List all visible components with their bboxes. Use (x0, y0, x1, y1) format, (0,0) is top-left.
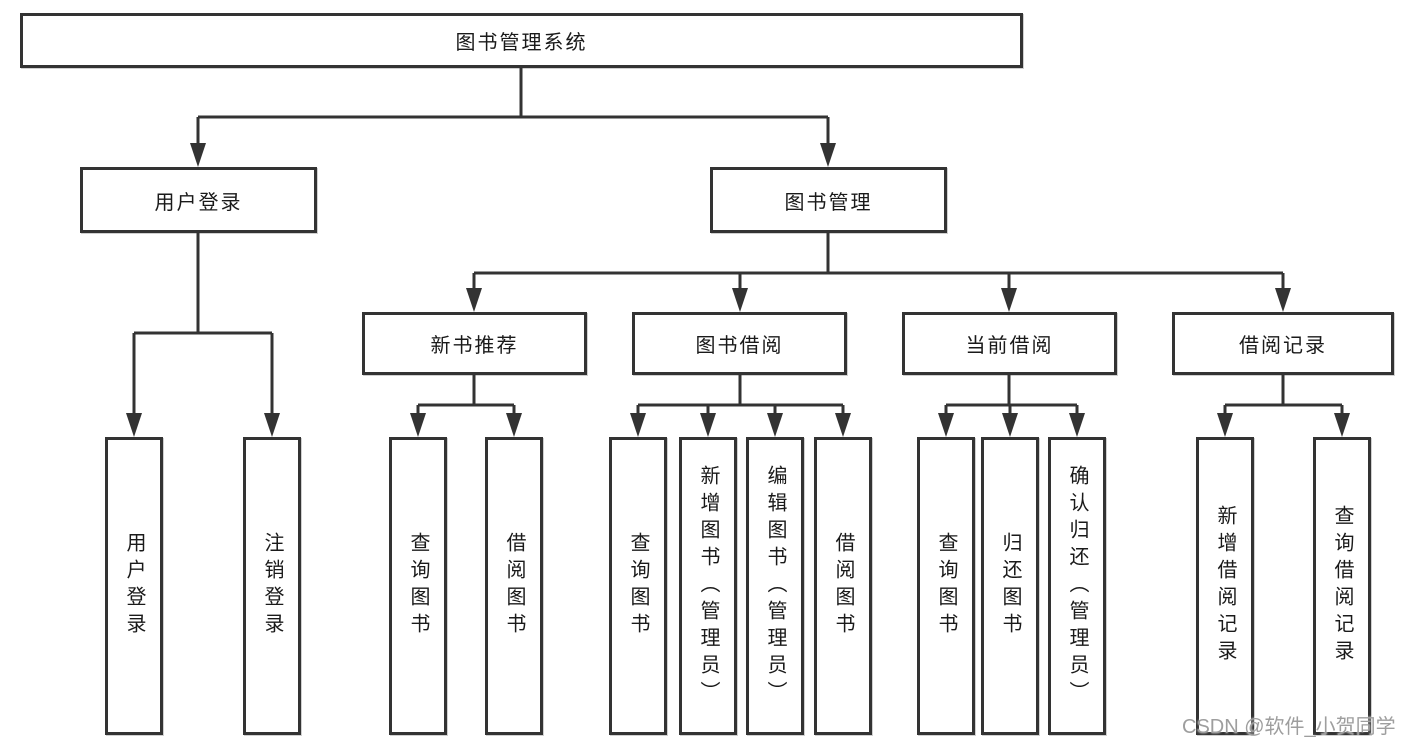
node-book-management: 图书管理 (710, 167, 947, 233)
edge-root-to-level2 (196, 68, 830, 146)
edge-records-to-leaves (1223, 375, 1344, 416)
arrowhead (630, 413, 646, 437)
node-borrow-records: 借阅记录 (1172, 312, 1394, 375)
node-current-borrow: 当前借阅 (902, 312, 1117, 375)
arrowhead (732, 288, 748, 312)
leaf-current-confirm-return-admin: 确认归还（管理员） (1048, 437, 1106, 735)
arrowhead (1217, 413, 1233, 437)
arrowhead (1069, 413, 1085, 437)
arrowhead (820, 143, 836, 167)
leaf-borrow-query-book: 查询图书 (609, 437, 667, 735)
arrowhead (190, 143, 206, 167)
leaf-user-login: 用户登录 (105, 437, 163, 735)
node-user-login: 用户登录 (80, 167, 317, 233)
arrowhead (466, 288, 482, 312)
node-new-book-recommend: 新书推荐 (362, 312, 587, 375)
arrowhead (1002, 413, 1018, 437)
leaf-recommend-query-book: 查询图书 (389, 437, 447, 735)
arrowhead (835, 413, 851, 437)
leaf-records-query-record: 查询借阅记录 (1313, 437, 1371, 735)
arrowhead (1334, 413, 1350, 437)
edge-borrow-to-leaves (636, 375, 845, 416)
arrowhead (767, 413, 783, 437)
edge-bookmgmt-to-level3 (472, 233, 1285, 291)
leaf-current-return-book: 归还图书 (981, 437, 1039, 735)
edge-userlogin-to-leaves (132, 233, 274, 416)
arrowhead (938, 413, 954, 437)
arrowhead (126, 413, 142, 437)
leaf-recommend-borrow-book: 借阅图书 (485, 437, 543, 735)
arrowhead (506, 413, 522, 437)
leaf-borrow-add-book-admin: 新增图书（管理员） (679, 437, 737, 735)
leaf-logout-login: 注销登录 (243, 437, 301, 735)
edge-current-to-leaves (944, 375, 1079, 416)
arrowhead (264, 413, 280, 437)
node-root: 图书管理系统 (20, 13, 1023, 68)
node-book-borrow: 图书借阅 (632, 312, 847, 375)
arrowhead (410, 413, 426, 437)
leaf-records-add-record: 新增借阅记录 (1196, 437, 1254, 735)
arrowhead (700, 413, 716, 437)
leaf-current-query-book: 查询图书 (917, 437, 975, 735)
leaf-borrow-borrow-book: 借阅图书 (814, 437, 872, 735)
leaf-borrow-edit-book-admin: 编辑图书（管理员） (746, 437, 804, 735)
arrowhead (1001, 288, 1017, 312)
watermark-text: CSDN @软件_小贺同学 (1182, 716, 1396, 738)
edge-recommend-to-leaves (416, 375, 516, 416)
arrowhead (1275, 288, 1291, 312)
